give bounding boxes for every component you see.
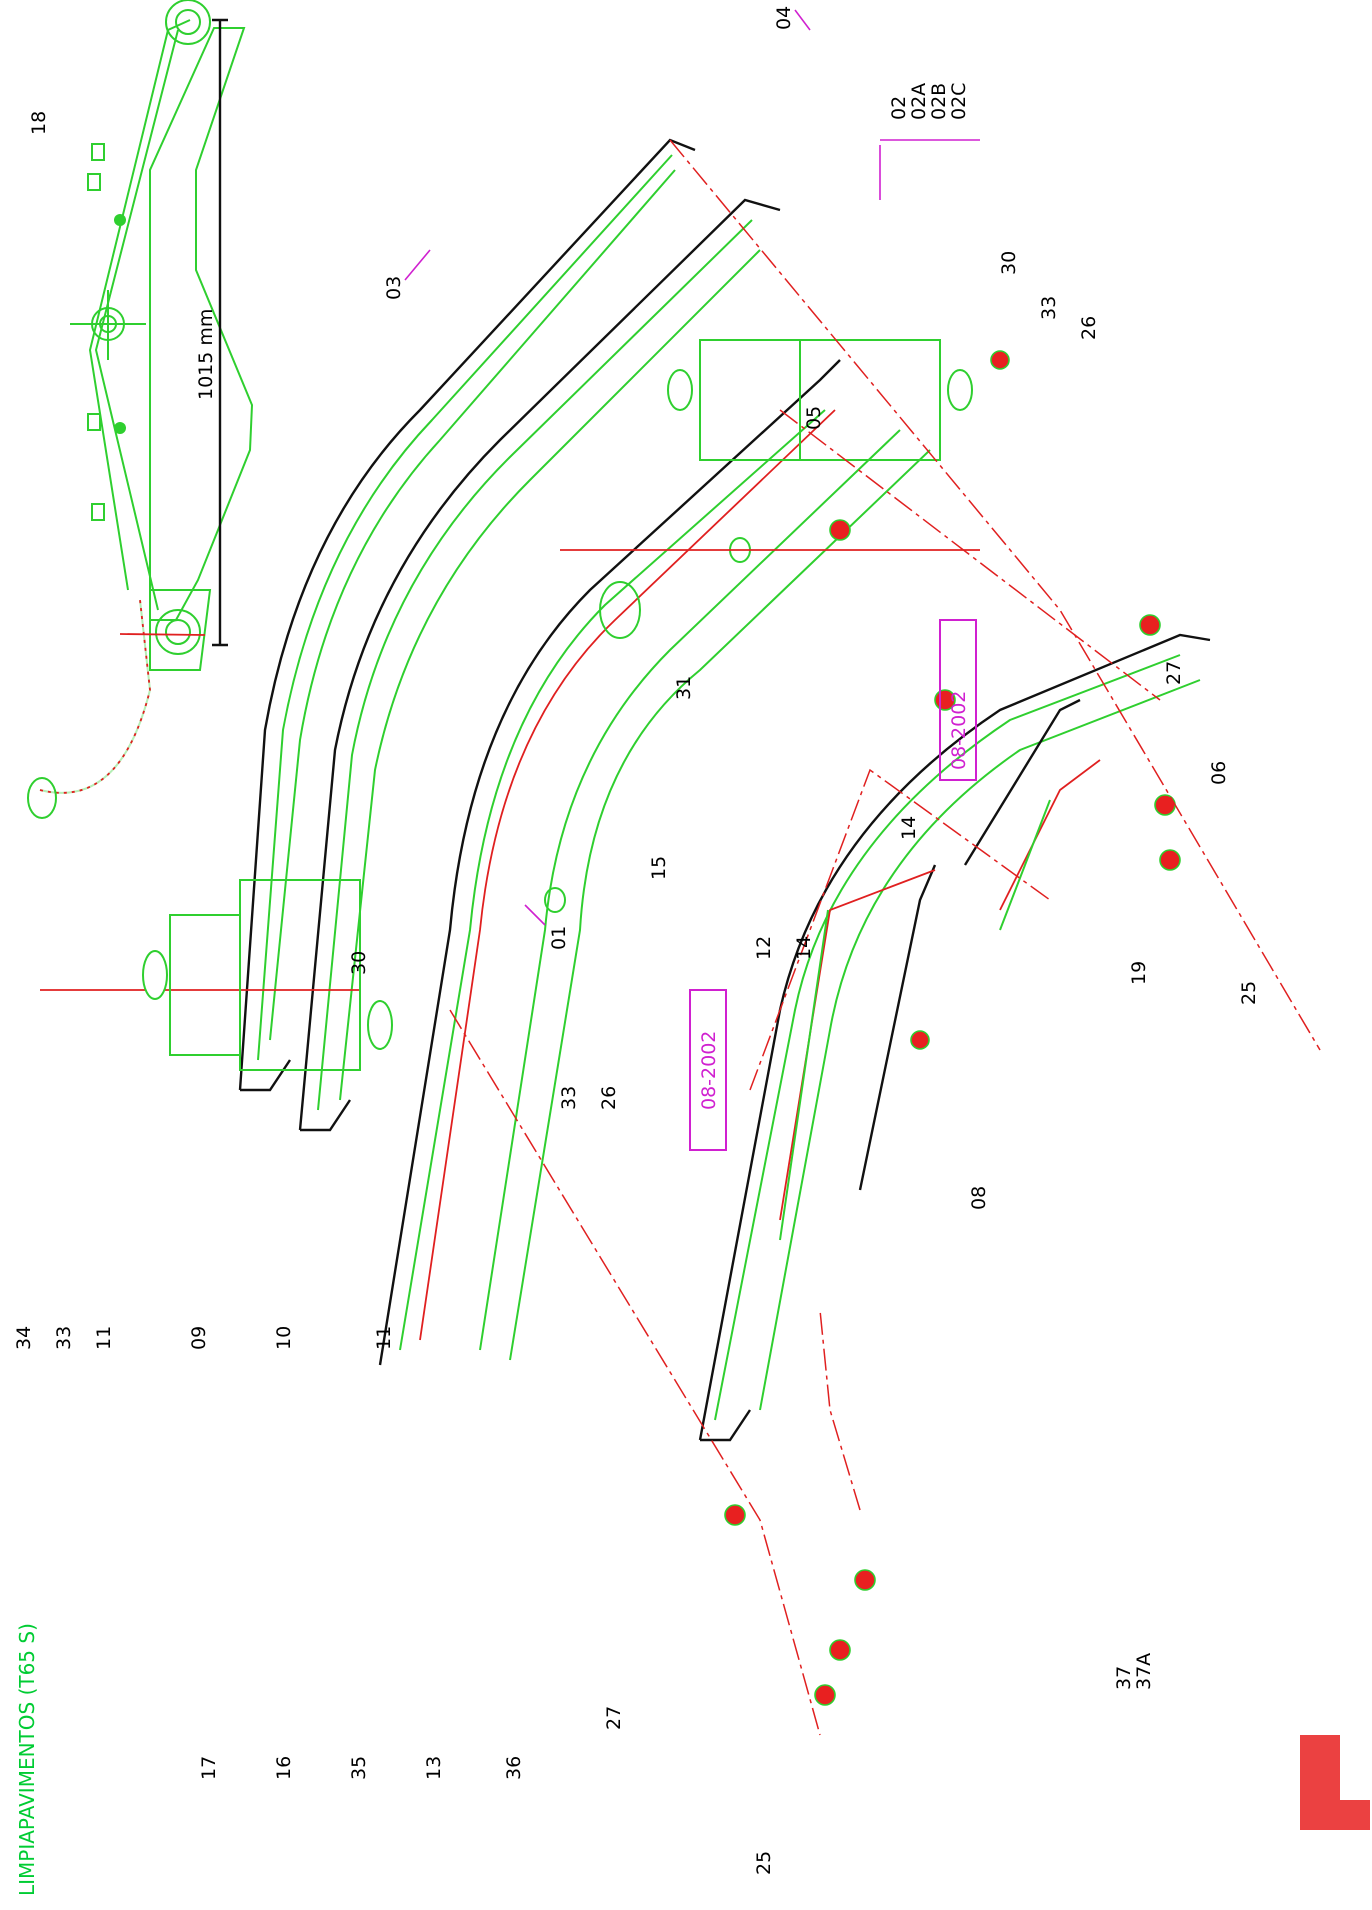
label-37: 37 bbox=[1113, 1666, 1135, 1690]
label-04: 04 bbox=[773, 6, 795, 30]
dimension-label: 1015 mm bbox=[195, 309, 217, 400]
strip-08 bbox=[779, 864, 937, 1241]
hardware bbox=[724, 350, 1181, 1706]
label-16: 16 bbox=[273, 1756, 295, 1780]
label-17: 17 bbox=[198, 1756, 220, 1780]
label-31: 31 bbox=[673, 676, 695, 700]
label-26a: 26 bbox=[598, 1086, 620, 1110]
strip-19 bbox=[963, 698, 1101, 931]
part-labels: 01 02 02A 02B 02C 03 04 05 06 08 09 10 1… bbox=[13, 6, 1260, 1875]
label-33a: 33 bbox=[53, 1326, 75, 1350]
roller-assembly-left bbox=[40, 879, 393, 1071]
label-14b: 14 bbox=[898, 816, 920, 840]
label-27a: 27 bbox=[603, 1706, 625, 1730]
date-notes: 08-2002 08-2002 bbox=[689, 619, 977, 1151]
label-10: 10 bbox=[273, 1326, 295, 1350]
label-09: 09 bbox=[188, 1326, 210, 1350]
label-26b: 26 bbox=[1078, 316, 1100, 340]
label-19: 19 bbox=[1128, 961, 1150, 985]
label-02: 02 bbox=[888, 96, 910, 120]
label-37A: 37A bbox=[1133, 1653, 1155, 1690]
note-before-date: 08-2002 bbox=[698, 1031, 720, 1110]
label-11b: 11 bbox=[373, 1326, 395, 1350]
label-14a: 14 bbox=[793, 936, 815, 960]
label-25a: 25 bbox=[753, 1851, 775, 1875]
label-15: 15 bbox=[648, 856, 670, 880]
frame-02 bbox=[298, 198, 781, 1132]
label-11a: 11 bbox=[93, 1326, 115, 1350]
label-30a: 30 bbox=[348, 951, 370, 975]
label-01: 01 bbox=[548, 926, 570, 950]
note-after-date: 08-2002 bbox=[948, 691, 970, 770]
label-05: 05 bbox=[803, 406, 825, 430]
roller-assembly-right bbox=[560, 339, 980, 551]
logo bbox=[1300, 1735, 1370, 1830]
label-33c: 33 bbox=[1038, 296, 1060, 320]
label-27b: 27 bbox=[1163, 661, 1185, 685]
hose-18 bbox=[27, 589, 212, 819]
label-08: 08 bbox=[968, 1186, 990, 1210]
label-36: 36 bbox=[503, 1756, 525, 1780]
label-35: 35 bbox=[348, 1756, 370, 1780]
label-06: 06 bbox=[1208, 761, 1230, 785]
label-12: 12 bbox=[753, 936, 775, 960]
label-34: 34 bbox=[13, 1326, 35, 1350]
label-02C: 02C bbox=[948, 83, 970, 120]
label-02A: 02A bbox=[908, 83, 930, 120]
label-25b: 25 bbox=[1238, 981, 1260, 1005]
label-30b: 30 bbox=[998, 251, 1020, 275]
detail-view: 1015 mm bbox=[70, 0, 254, 655]
label-33b: 33 bbox=[558, 1086, 580, 1110]
axis-lines bbox=[449, 139, 1321, 1736]
label-02B: 02B bbox=[928, 83, 950, 120]
frame-03 bbox=[238, 138, 696, 1092]
drawing-title: LIMPIAPAVIMENTOS (T65 S) bbox=[15, 1623, 39, 1896]
label-13: 13 bbox=[423, 1756, 445, 1780]
label-18: 18 bbox=[28, 111, 50, 135]
label-03: 03 bbox=[383, 276, 405, 300]
